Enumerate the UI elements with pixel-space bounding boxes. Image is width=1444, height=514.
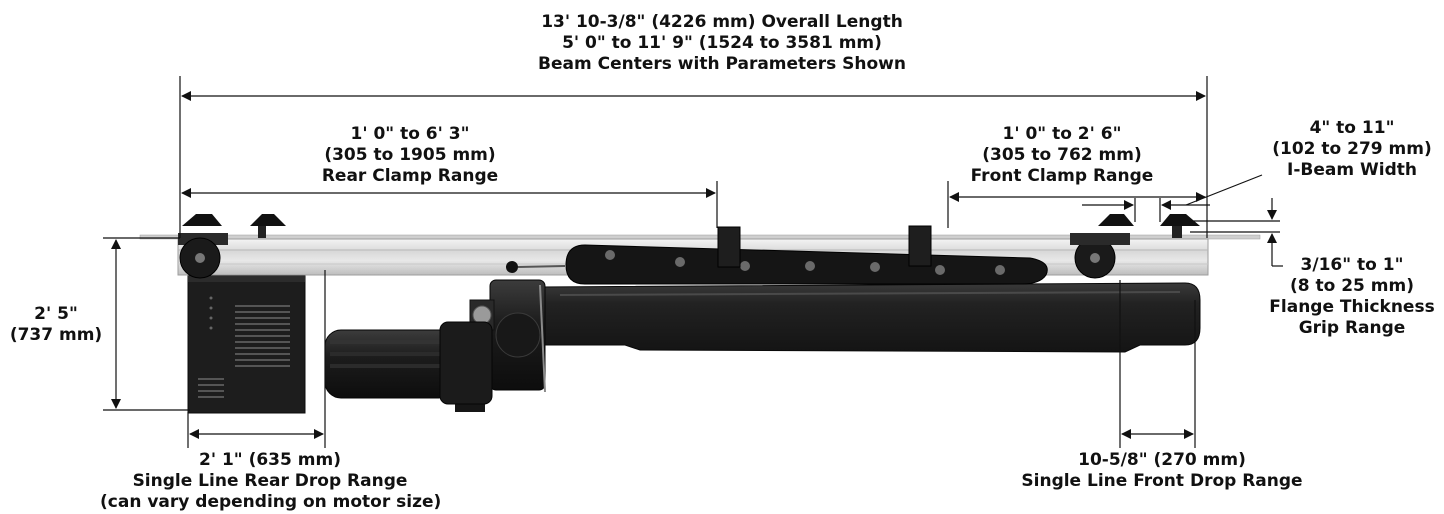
control-box (187, 275, 306, 414)
hoist-trolley-illustration (139, 214, 1261, 414)
rear-drop-note: (can vary depending on motor size) (100, 492, 442, 512)
ibeam-width-label: 4" to 11" (102 to 279 mm) I-Beam Width (1262, 118, 1442, 181)
front-drop-caption: Single Line Front Drop Range (1021, 471, 1303, 491)
overall-length-label: 13' 10-3/8" (4226 mm) Overall Length 5' … (442, 12, 1002, 75)
grip-range-caption: Grip Range (1298, 318, 1406, 338)
height-imperial: 2' 5" (34, 304, 78, 324)
rear-drop-label: 2' 1" (635 mm) Single Line Rear Drop Ran… (100, 450, 442, 513)
flange-thickness-metric: (8 to 25 mm) (1289, 276, 1414, 296)
rear-trolley (178, 214, 286, 279)
flange-thickness-label: 3/16" to 1" (8 to 25 mm) Flange Thicknes… (1262, 255, 1442, 339)
rear-drop-caption: Single Line Rear Drop Range (132, 471, 408, 491)
motor (324, 279, 546, 412)
ibeam-width-imperial: 4" to 11" (1309, 118, 1395, 138)
front-clamp-metric: (305 to 762 mm) (982, 145, 1142, 165)
rear-clamp-label: 1' 0" to 6' 3" (305 to 1905 mm) Rear Cla… (300, 124, 520, 187)
flange-thickness-caption: Flange Thickness (1269, 297, 1435, 317)
front-clamp-imperial: 1' 0" to 2' 6" (1002, 124, 1122, 144)
height-label: 2' 5" (737 mm) (4, 304, 108, 346)
front-trolley (1070, 214, 1200, 279)
ibeam-width-caption: I-Beam Width (1287, 160, 1417, 180)
rear-clamp-caption: Rear Clamp Range (321, 166, 499, 186)
rail-knob (506, 261, 518, 273)
front-clamp-caption: Front Clamp Range (970, 166, 1154, 186)
tapered-plate (565, 225, 1048, 285)
overall-length-text: 13' 10-3/8" (4226 mm) Overall Length (541, 12, 903, 32)
flange-thickness-imperial: 3/16" to 1" (1300, 255, 1404, 275)
dimension-lines (103, 76, 1283, 448)
drum-tube (539, 282, 1201, 353)
rear-clamp-imperial: 1' 0" to 6' 3" (350, 124, 470, 144)
rear-clamp-metric: (305 to 1905 mm) (324, 145, 496, 165)
front-drop-label: 10-5/8" (270 mm) Single Line Front Drop … (1002, 450, 1322, 492)
rear-drop-dimension: 2' 1" (635 mm) (199, 450, 341, 470)
beam-centers-range-text: 5' 0" to 11' 9" (1524 to 3581 mm) (562, 33, 882, 53)
ibeam-width-metric: (102 to 279 mm) (1272, 139, 1432, 159)
beam-centers-caption: Beam Centers with Parameters Shown (538, 54, 906, 74)
height-metric: (737 mm) (9, 325, 103, 345)
front-clamp-label: 1' 0" to 2' 6" (305 to 762 mm) Front Cla… (962, 124, 1162, 187)
front-drop-dimension: 10-5/8" (270 mm) (1078, 450, 1246, 470)
